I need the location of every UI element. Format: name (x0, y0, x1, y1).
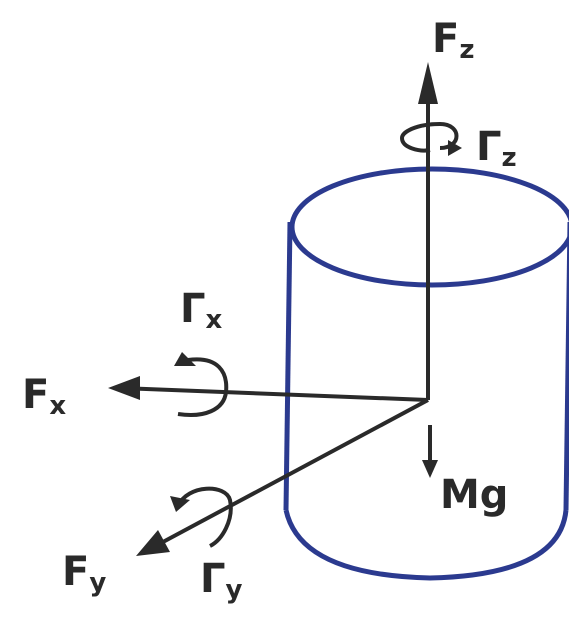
fx-label-main: F (22, 372, 49, 418)
gamma-z-curl-arrowhead (448, 140, 462, 156)
fz-label: Fz (432, 16, 474, 65)
gamma-x-label: Γx (180, 286, 223, 335)
gamma-z-label-main: Γ (476, 124, 502, 170)
mg-label: Mg (440, 472, 508, 518)
fz-label-sub: z (459, 35, 474, 65)
fz-label-main: F (432, 16, 459, 62)
gamma-y-curl (176, 486, 233, 548)
gamma-x-label-main: Γ (180, 286, 206, 332)
torque-curls (170, 121, 462, 548)
gamma-y-label-main: Γ (200, 556, 226, 602)
gamma-x-curl-arrowhead (174, 352, 196, 366)
gamma-z-label: Γz (476, 124, 517, 173)
fy-arrow (147, 398, 429, 552)
fz-arrowhead (418, 62, 438, 104)
gamma-y-label: Γy (200, 556, 243, 605)
fy-label-sub: y (89, 568, 106, 598)
fx-label-sub: x (49, 391, 66, 421)
gamma-z-label-sub: z (502, 143, 517, 173)
cylinder-top-ellipse (289, 166, 569, 288)
fy-arrowhead (136, 530, 170, 556)
fx-label: Fx (22, 372, 66, 421)
fx-arrow (119, 386, 429, 402)
cylinder (283, 166, 569, 581)
mg-arrowhead (422, 460, 438, 478)
gamma-z-curl (399, 121, 459, 153)
gamma-y-curl-arrowhead (170, 496, 190, 512)
cylinder-left-wall (283, 221, 293, 511)
cylinder-right-wall (563, 221, 569, 511)
fx-arrowhead (108, 376, 140, 400)
cylinder-bottom-arc (283, 509, 569, 581)
gamma-y-label-sub: y (226, 575, 243, 605)
gamma-x-curl (177, 357, 229, 417)
force-vectors (108, 62, 438, 556)
gamma-x-label-sub: x (206, 305, 223, 335)
fy-label-main: F (62, 549, 89, 595)
fy-label: Fy (62, 549, 106, 598)
